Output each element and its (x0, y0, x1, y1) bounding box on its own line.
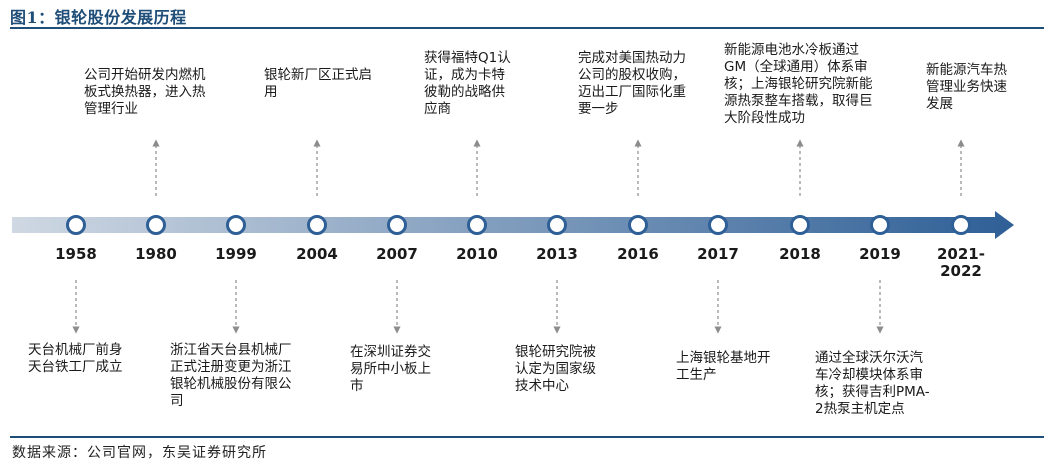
year-label: 2010 (456, 245, 498, 263)
event-above-text: 银轮新厂区正式启 用 (264, 67, 372, 100)
event-above-text: 获得福特Q1认 证，成为卡特 彼勒的战略供 应商 (424, 50, 511, 117)
event-above-text: 新能源电池水冷板通过 GM（全球通用）体系审 核；上海银轮研究院新能 源热泵整车… (724, 42, 873, 126)
event-above-text: 完成对美国热动力 公司的股权收购， 迈出工厂国际化重 要一步 (578, 50, 686, 117)
source-note: 数据来源：公司官网，东吴证券研究所 (12, 445, 267, 461)
year-label: 2004 (296, 245, 338, 263)
event-below-text: 浙江省天台县机械厂 正式注册变更为浙江 银轮机械股份有限公 司 (170, 342, 292, 409)
year-label: 2017 (697, 245, 739, 263)
event-below-text: 银轮研究院被 认定为国家级 技术中心 (515, 344, 596, 394)
year-label: 2021- 2022 (937, 245, 985, 280)
event-above-text: 公司开始研发内燃机 板式换热器，进入热 管理行业 (84, 67, 206, 117)
event-below-text: 上海银轮基地开 工生产 (676, 350, 771, 383)
timeline-node (66, 215, 86, 235)
timeline-node (146, 215, 166, 235)
timeline-node (628, 215, 648, 235)
timeline-node (387, 215, 407, 235)
timeline-arrow (12, 211, 1014, 239)
year-label: 1980 (135, 245, 177, 263)
event-below-text: 通过全球沃尔沃汽 车冷却模块体系审 核；获得吉利PMA- 2热泵主机定点 (815, 350, 930, 417)
top-rule (10, 27, 1044, 29)
year-label: 2018 (779, 245, 821, 263)
timeline-node (790, 215, 810, 235)
year-label: 2019 (859, 245, 901, 263)
year-label: 1958 (55, 245, 97, 263)
year-label: 2007 (376, 245, 418, 263)
event-above-text: 新能源汽车热 管理业务快速 发展 (926, 62, 1007, 112)
bottom-rule (10, 436, 1044, 438)
timeline-node (226, 215, 246, 235)
timeline-node (547, 215, 567, 235)
timeline-node (307, 215, 327, 235)
event-below-text: 天台机械厂前身 天台铁工厂成立 (28, 342, 123, 375)
year-label: 1999 (215, 245, 257, 263)
year-label: 2016 (617, 245, 659, 263)
timeline-node (708, 215, 728, 235)
year-label: 2013 (536, 245, 578, 263)
timeline-node (467, 215, 487, 235)
figure-title: 图1：银轮股份发展历程 (10, 8, 187, 27)
timeline-node (951, 215, 971, 235)
timeline-node (870, 215, 890, 235)
event-below-text: 在深圳证券交 易所中小板上 市 (350, 344, 431, 394)
